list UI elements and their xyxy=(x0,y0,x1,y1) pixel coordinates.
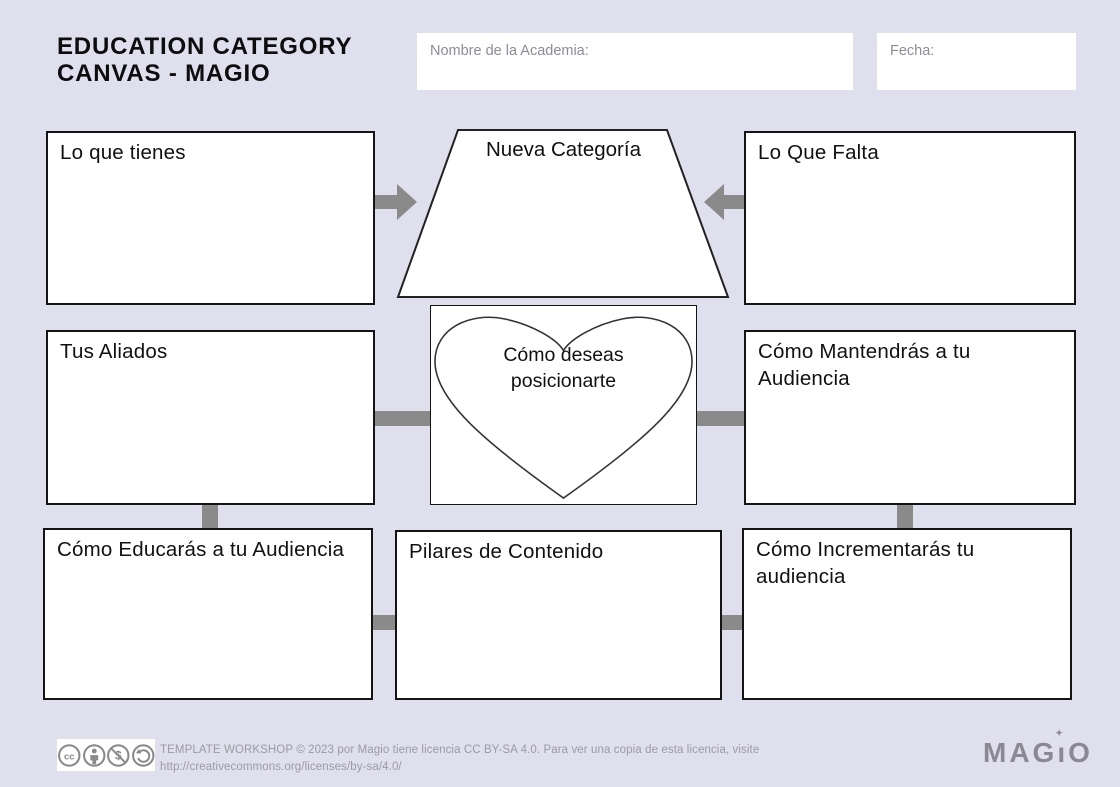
box-como-incrementaras[interactable]: Cómo Incrementarás tu audiencia xyxy=(742,528,1072,700)
nueva-categoria-label: Nueva Categoría xyxy=(486,138,641,161)
svg-text:cc: cc xyxy=(64,750,74,761)
box-como-educaras[interactable]: Cómo Educarás a tu Audiencia xyxy=(43,528,373,700)
date-field[interactable]: Fecha: xyxy=(877,33,1076,90)
box-tus-aliados[interactable]: Tus Aliados xyxy=(46,330,375,505)
connector-aliados-educaras xyxy=(202,505,218,528)
page-title: EDUCATION CATEGORY CANVAS - MAGIO xyxy=(57,33,353,88)
cc-license-badges: cc $ xyxy=(57,739,155,771)
logo-letter-g: G xyxy=(1032,737,1058,768)
heart-box[interactable]: Cómo deseas posicionarte xyxy=(430,305,697,505)
box-como-mantendras[interactable]: Cómo Mantendrás a tu Audiencia xyxy=(744,330,1076,505)
cc-icon: cc xyxy=(58,743,81,767)
connector-aliados-heart xyxy=(375,411,430,426)
license-line1: TEMPLATE WORKSHOP © 2023 por Magio tiene… xyxy=(160,744,760,756)
box-lo-que-tienes[interactable]: Lo que tienes xyxy=(46,131,375,305)
cc-sa-icon xyxy=(131,743,154,767)
box-label: Tus Aliados xyxy=(60,340,168,363)
trapezoid-shape[interactable] xyxy=(393,127,733,300)
box-label: Cómo Incrementarás tu audiencia xyxy=(756,538,975,588)
page-title-line2: CANVAS - MAGIO xyxy=(57,59,271,87)
heart-icon xyxy=(434,316,693,500)
license-url[interactable]: http://creativecommons.org/licenses/by-s… xyxy=(160,761,402,774)
academy-name-label: Nombre de la Academia: xyxy=(430,43,589,59)
cc-nc-icon: $ xyxy=(107,743,130,767)
cc-by-icon xyxy=(82,743,105,767)
box-label: Pilares de Contenido xyxy=(409,540,604,563)
page-title-line1: EDUCATION CATEGORY xyxy=(57,33,353,60)
box-pilares-de-contenido[interactable]: Pilares de Contenido xyxy=(395,530,722,700)
date-label: Fecha: xyxy=(890,43,935,59)
magio-logo: MAGıO xyxy=(983,737,1093,769)
connector-educaras-pilares xyxy=(373,615,395,630)
box-lo-que-falta[interactable]: Lo Que Falta xyxy=(744,131,1076,305)
connector-pilares-incrementaras xyxy=(722,615,742,630)
academy-name-field[interactable]: Nombre de la Academia: xyxy=(417,33,853,90)
connector-mantendras-incrementaras xyxy=(897,505,913,528)
connector-heart-mantendras xyxy=(697,411,744,426)
license-text: TEMPLATE WORKSHOP © 2023 por Magio tiene… xyxy=(160,742,759,777)
box-label: Lo que tienes xyxy=(60,141,186,164)
logo-letter-i-sparkle: ı xyxy=(1057,737,1068,768)
como-deseas-label: Cómo deseas posicionarte xyxy=(503,344,624,393)
arrow-left-icon xyxy=(704,184,747,220)
arrow-right-icon xyxy=(374,184,417,220)
box-label: Cómo Mantendrás a tu Audiencia xyxy=(758,340,971,390)
box-label: Cómo Educarás a tu Audiencia xyxy=(57,538,345,561)
box-label: Lo Que Falta xyxy=(758,141,879,164)
